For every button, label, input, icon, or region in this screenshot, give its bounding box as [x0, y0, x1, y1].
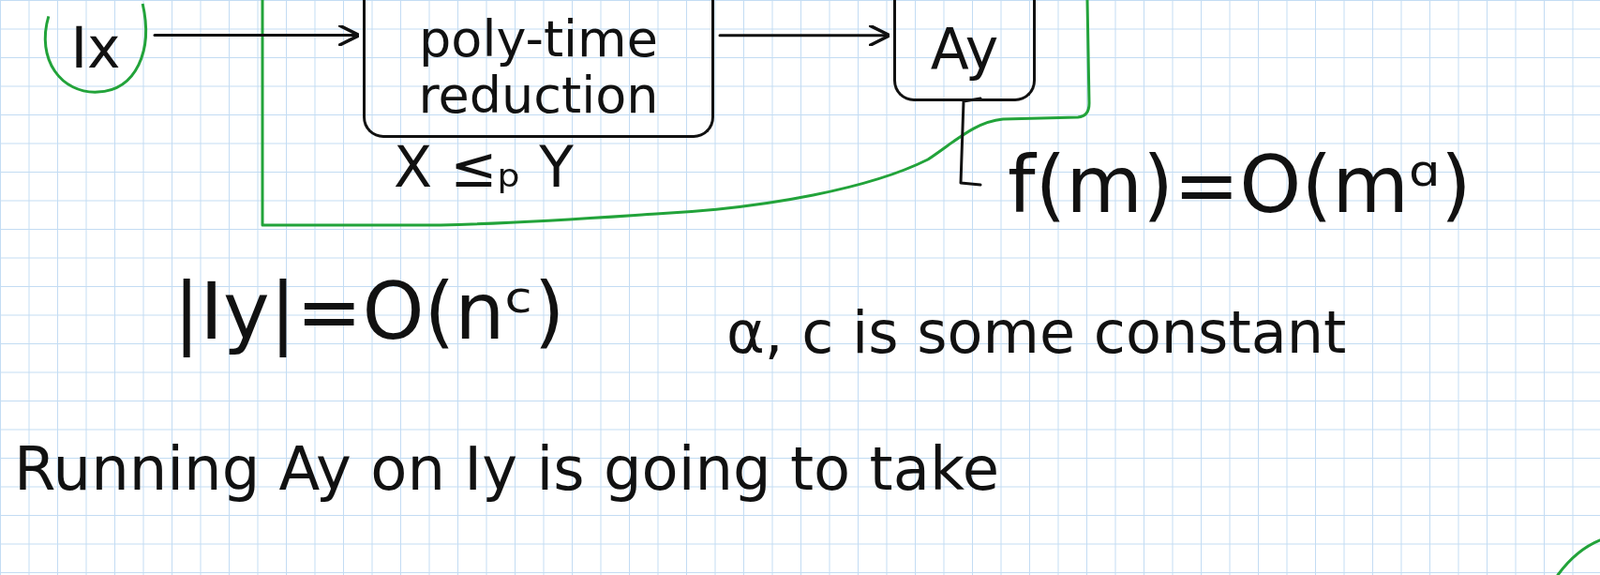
green-highlight-line [262, 0, 1090, 225]
bracket [960, 98, 981, 185]
green-circle-stroke [44, 3, 146, 92]
circled-term: Ix [42, 3, 150, 94]
size-formula: |Iy|=O(nᶜ) [173, 267, 565, 356]
label-slot: X ≤ₚ Y [393, 135, 574, 199]
node-text: poly-time [418, 11, 658, 68]
note: α, c is some constant [726, 299, 1346, 365]
node-text: reduction [418, 67, 659, 124]
label-slot: |Iy|=O(nᶜ) [173, 267, 565, 356]
process-box: poly-timereduction [362, 0, 715, 138]
running-time-formula: f(m)=O(mᵅ) [1007, 140, 1472, 229]
label-slot: Running Ay on Iy is going to take [14, 435, 1000, 504]
node-text: Ay [930, 17, 999, 81]
algorithm-box: Ay [893, 0, 1036, 102]
node-text: Ix [70, 16, 120, 80]
green-arc [1557, 539, 1600, 575]
reduction-relation: X ≤ₚ Y [393, 135, 574, 199]
arrow-connector [719, 33, 888, 37]
arrow-connector [154, 33, 358, 37]
note: Running Ay on Iy is going to take [14, 435, 1000, 504]
label-slot: f(m)=O(mᵅ) [1007, 140, 1472, 229]
label-slot: α, c is some constant [726, 299, 1346, 365]
